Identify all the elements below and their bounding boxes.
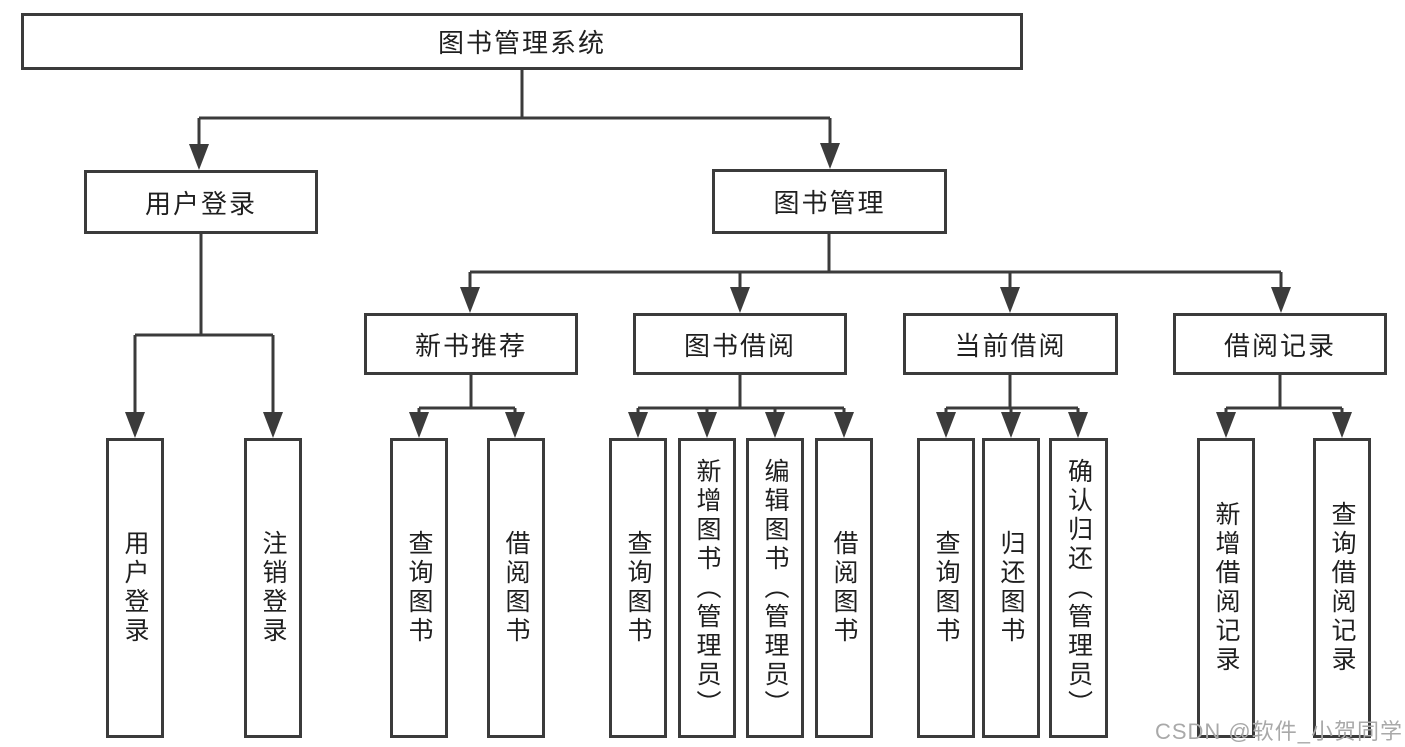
watermark: CSDN @软件_小贺同学 (1154, 719, 1403, 744)
node-user-login: 用户登录 (84, 170, 318, 234)
leaf-user-login: 用户登录 (106, 438, 164, 738)
leaf-logout: 注销登录 (244, 438, 302, 738)
leaf-borrowing-borrow-books: 借阅图书 (815, 438, 873, 738)
leaf-current-return-books: 归还图书 (982, 438, 1040, 738)
node-book-management: 图书管理 (712, 169, 947, 234)
node-borrowing-records: 借阅记录 (1173, 313, 1387, 375)
leaf-current-query-books: 查询图书 (917, 438, 975, 738)
leaf-borrowing-query-books: 查询图书 (609, 438, 667, 738)
node-book-borrowing: 图书借阅 (633, 313, 847, 375)
leaf-recommend-query-books: 查询图书 (390, 438, 448, 738)
leaf-borrowing-add-books-admin: 新增图书（管理员） (678, 438, 736, 738)
leaf-recommend-borrow-books: 借阅图书 (487, 438, 545, 738)
node-root-library-management-system: 图书管理系统 (21, 13, 1023, 70)
leaf-records-add-borrow-record: 新增借阅记录 (1197, 438, 1255, 738)
leaf-borrowing-edit-books-admin: 编辑图书（管理员） (746, 438, 804, 738)
leaf-records-query-borrow-record: 查询借阅记录 (1313, 438, 1371, 738)
leaf-current-confirm-return-admin: 确认归还（管理员） (1049, 438, 1108, 738)
arrowhead-icons (125, 143, 1352, 438)
node-new-book-recommend: 新书推荐 (364, 313, 578, 375)
node-current-borrowing: 当前借阅 (903, 313, 1118, 375)
